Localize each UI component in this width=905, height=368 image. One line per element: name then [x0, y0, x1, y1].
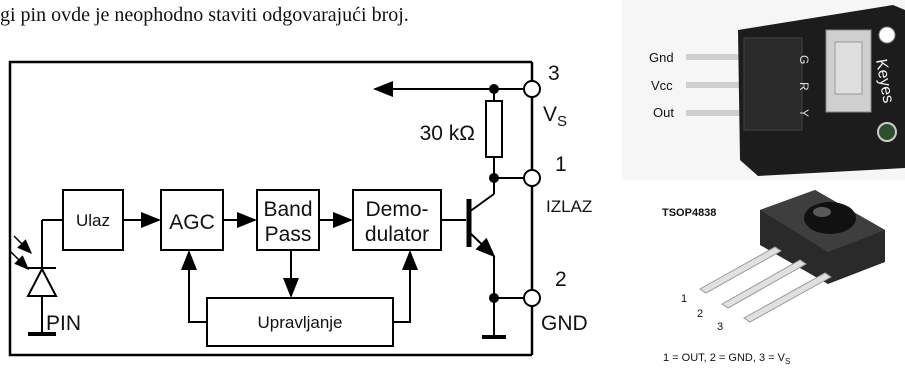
control-block	[206, 297, 394, 347]
agc-block	[160, 189, 224, 251]
pin1-number: 1	[555, 153, 567, 176]
photodiode-label: PIN	[46, 312, 81, 335]
pin2-label: GND	[541, 312, 588, 335]
resistor-symbol	[485, 100, 503, 158]
tsop-pin-number-2: 2	[697, 308, 703, 320]
junction-dot-ground	[489, 293, 499, 303]
module-pin-vcc	[686, 82, 762, 88]
module-header-block	[743, 37, 803, 131]
tsop-pin-number-3: 3	[717, 321, 723, 333]
module-pin-gnd	[686, 54, 762, 60]
ir-receiver-window	[834, 41, 863, 95]
module-pin-out	[686, 110, 762, 116]
board-mark-r: R	[797, 82, 811, 91]
resistor-value-label: 30 kΩ	[420, 122, 475, 145]
mounting-hole-bottom	[877, 122, 897, 142]
pin3-label-subscript: S	[557, 113, 567, 130]
tsop-lead-3	[743, 272, 832, 323]
tsop-component-photo: TSOP4838 1 2 3 1 = OUT, 2 = GND, 3 = VS	[662, 190, 885, 366]
tsop-caption-subscript: S	[785, 357, 790, 366]
board-mark-g: G	[797, 55, 811, 64]
control-block-label: Upravljanje	[257, 313, 342, 332]
pin1-terminal	[523, 169, 541, 187]
demodulator-block-label-2: dulator	[365, 223, 429, 246]
tsop-lens-highlight	[813, 207, 831, 217]
tsop-lead-2	[721, 259, 807, 309]
pin2-terminal	[523, 289, 541, 307]
pin3-number: 3	[548, 62, 560, 85]
block-diagram: Ulaz AGC Band Pass Demo- dulator Upravlj…	[8, 60, 592, 357]
tsop-lead-1	[699, 246, 782, 294]
npn-transistor-symbol	[466, 193, 496, 258]
pin1-label: IZLAZ	[546, 197, 592, 216]
tsop-title: TSOP4838	[662, 207, 716, 219]
board-mark-y: Y	[797, 109, 811, 117]
arrow-control-to-agc	[181, 250, 207, 323]
pin2-number: 2	[555, 268, 567, 291]
chip-outline	[8, 60, 532, 357]
module-label-out: Out	[653, 105, 674, 120]
mounting-hole-top	[878, 26, 896, 44]
tsop-pinout-caption: 1 = OUT, 2 = GND, 3 = VS	[663, 352, 790, 366]
bandpass-block	[256, 189, 320, 251]
input-block-label: Ulaz	[76, 211, 110, 230]
pin3-terminal	[523, 80, 541, 98]
tsop-pin-number-1: 1	[681, 293, 687, 305]
intro-text-line: gi pin ovde je neophodno staviti odgovar…	[0, 4, 409, 26]
bandpass-block-label-1: Band	[263, 198, 312, 221]
demodulator-block-label-1: Demo-	[365, 198, 428, 221]
bandpass-block-label-2: Pass	[265, 223, 312, 246]
photodiode-symbol	[10, 219, 63, 336]
agc-block-label: AGC	[169, 211, 215, 234]
ir-module-photo: G R Y Keyes Gnd Vcc Out	[622, 0, 905, 180]
pin3-label: VS	[543, 103, 567, 130]
module-label-gnd: Gnd	[649, 50, 674, 65]
arrow-control-to-demod	[393, 250, 418, 323]
module-label-vcc: Vcc	[651, 78, 673, 93]
tsop-lens-dome	[804, 202, 856, 234]
